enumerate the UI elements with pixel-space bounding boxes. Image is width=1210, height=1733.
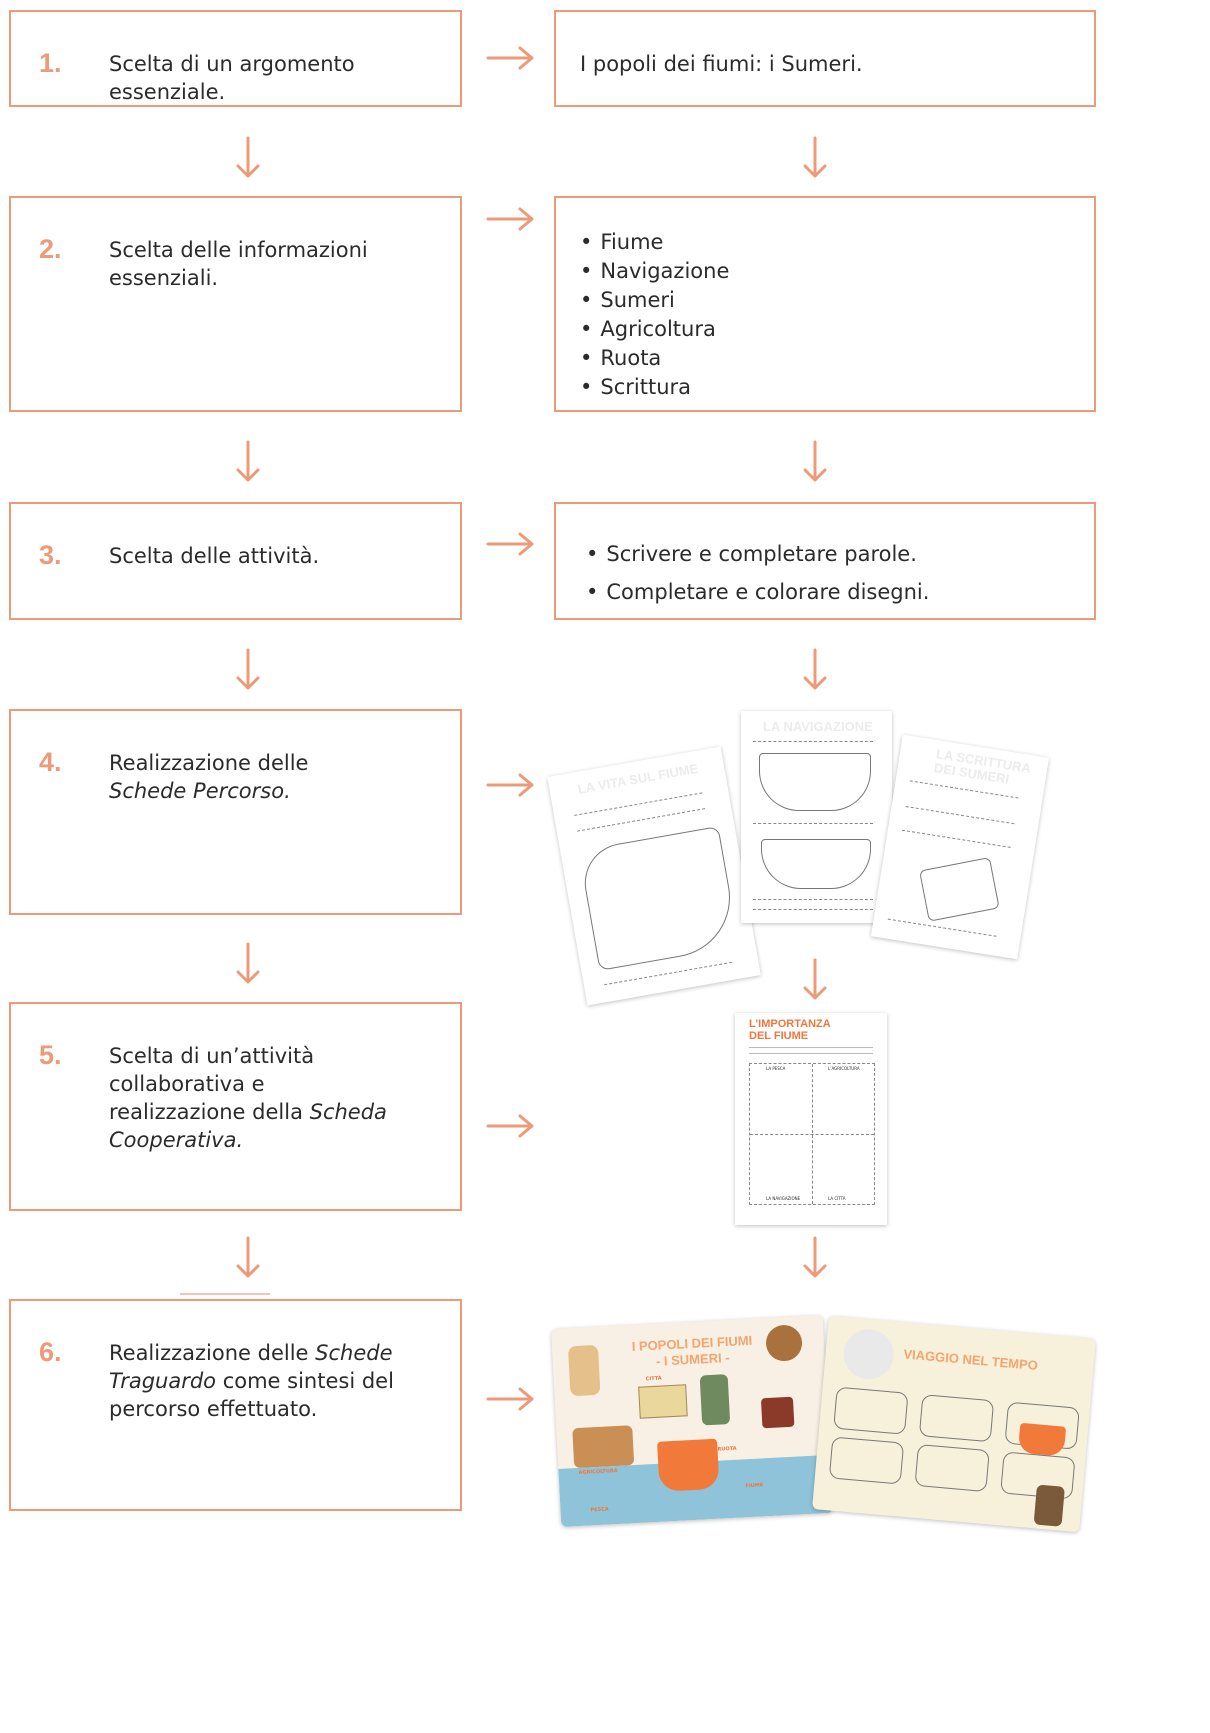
result-list: Fiume Navigazione Sumeri Agricoltura Ruo… — [580, 228, 1080, 402]
separator-line — [180, 1293, 270, 1295]
result-text: I popoli dei fiumi: i Sumeri. — [580, 52, 863, 76]
map-label: CITTÀ — [645, 1375, 662, 1383]
result-box-3: Scrivere e completare parole. Completare… — [554, 502, 1096, 620]
arrow-down-left-4 — [236, 942, 260, 984]
scheda-traguardo-viaggio-nel-tempo: VIAGGIO NEL TEMPO — [812, 1315, 1096, 1533]
scheda-percorso-navigazione: LA NAVIGAZIONE — [741, 711, 892, 923]
cell-label: LA PESCA — [766, 1066, 786, 1071]
list-item: Completare e colorare disegni. — [586, 573, 1080, 611]
scheda-traguardo-popoli-dei-fiumi: I POPOLI DEI FIUMI - I SUMERI - CITTÀ AG… — [551, 1315, 833, 1527]
cell-label: LA NAVIGAZIONE — [766, 1196, 801, 1201]
map-label: PESCA — [590, 1506, 609, 1514]
step-number: 5. — [39, 1040, 62, 1070]
thumb-title: DEL FIUME — [749, 1030, 809, 1042]
arrow-down-left-1 — [236, 136, 260, 178]
step-text: Realizzazione delle Schede Traguardo com… — [109, 1341, 394, 1421]
arrow-down-left-2 — [236, 440, 260, 482]
arrow-down-left-5 — [236, 1236, 260, 1278]
map-label: RUOTA — [717, 1445, 737, 1453]
step-number: 2. — [39, 234, 62, 264]
thumb-title: LA NAVIGAZIONE — [763, 719, 873, 734]
arrow-right-5 — [486, 1114, 534, 1138]
list-item: Scrivere e completare parole. — [586, 535, 1080, 573]
step-text: Scelta delle informazioni essenziali. — [109, 238, 368, 290]
list-item: Fiume — [580, 228, 1080, 257]
cell-label: L’AGRICOLTURA — [828, 1066, 860, 1071]
step-number: 1. — [39, 48, 62, 78]
list-item: Ruota — [580, 344, 1080, 373]
result-box-1: I popoli dei fiumi: i Sumeri. — [554, 10, 1096, 107]
list-item: Sumeri — [580, 286, 1080, 315]
thumb-title: L’IMPORTANZA — [749, 1018, 831, 1030]
arrow-right-1 — [486, 46, 534, 70]
step-text: Scelta di un’attività collaborativa e re… — [109, 1044, 387, 1152]
arrow-right-3 — [486, 532, 534, 556]
step-number: 4. — [39, 747, 62, 777]
step-box-3: 3. Scelta delle attività. — [9, 502, 462, 620]
result-list: Scrivere e completare parole. Completare… — [586, 535, 1080, 611]
arrow-right-4 — [486, 773, 534, 797]
scheda-cooperativa: L’IMPORTANZA DEL FIUME LA PESCA L’AGRICO… — [735, 1013, 887, 1225]
step-box-5: 5. Scelta di un’attività collaborativa e… — [9, 1002, 462, 1211]
map-label: FIUME — [745, 1482, 764, 1490]
step-box-6: 6. Realizzazione delle Schede Traguardo … — [9, 1299, 462, 1511]
list-item: Scrittura — [580, 373, 1080, 402]
thumb-title: VIAGGIO NEL TEMPO — [902, 1346, 1039, 1374]
scheda-percorso-vita-sul-fiume: LA VITA SUL FIUME — [547, 746, 761, 1006]
step-number: 3. — [39, 540, 62, 570]
list-item: Navigazione — [580, 257, 1080, 286]
thumb-title: LA VITA SUL FIUME — [576, 760, 700, 797]
arrow-down-right-1 — [803, 136, 827, 178]
step-text: Realizzazione delle Schede Percorso. — [109, 751, 309, 803]
arrow-down-right-2 — [803, 440, 827, 482]
step-box-2: 2. Scelta delle informazioni essenziali. — [9, 196, 462, 412]
step-box-1: 1. Scelta di un argomento essenziale. — [9, 10, 462, 107]
arrow-down-right-3 — [803, 648, 827, 690]
list-item: Agricoltura — [580, 315, 1080, 344]
cell-label: LA CITTÀ — [828, 1196, 846, 1201]
step-box-4: 4. Realizzazione delle Schede Percorso. — [9, 709, 462, 915]
result-box-2: Fiume Navigazione Sumeri Agricoltura Ruo… — [554, 196, 1096, 412]
step-text: Scelta di un argomento essenziale. — [109, 52, 355, 104]
scheda-percorso-scrittura: LA SCRITTURA DEI SUMERI — [870, 734, 1050, 960]
arrow-down-right-4 — [803, 958, 827, 1000]
arrow-down-right-5 — [803, 1236, 827, 1278]
arrow-down-left-3 — [236, 648, 260, 690]
arrow-right-2 — [486, 207, 534, 231]
arrow-right-6 — [486, 1387, 534, 1411]
step-number: 6. — [39, 1337, 62, 1367]
step-text: Scelta delle attività. — [109, 544, 320, 568]
